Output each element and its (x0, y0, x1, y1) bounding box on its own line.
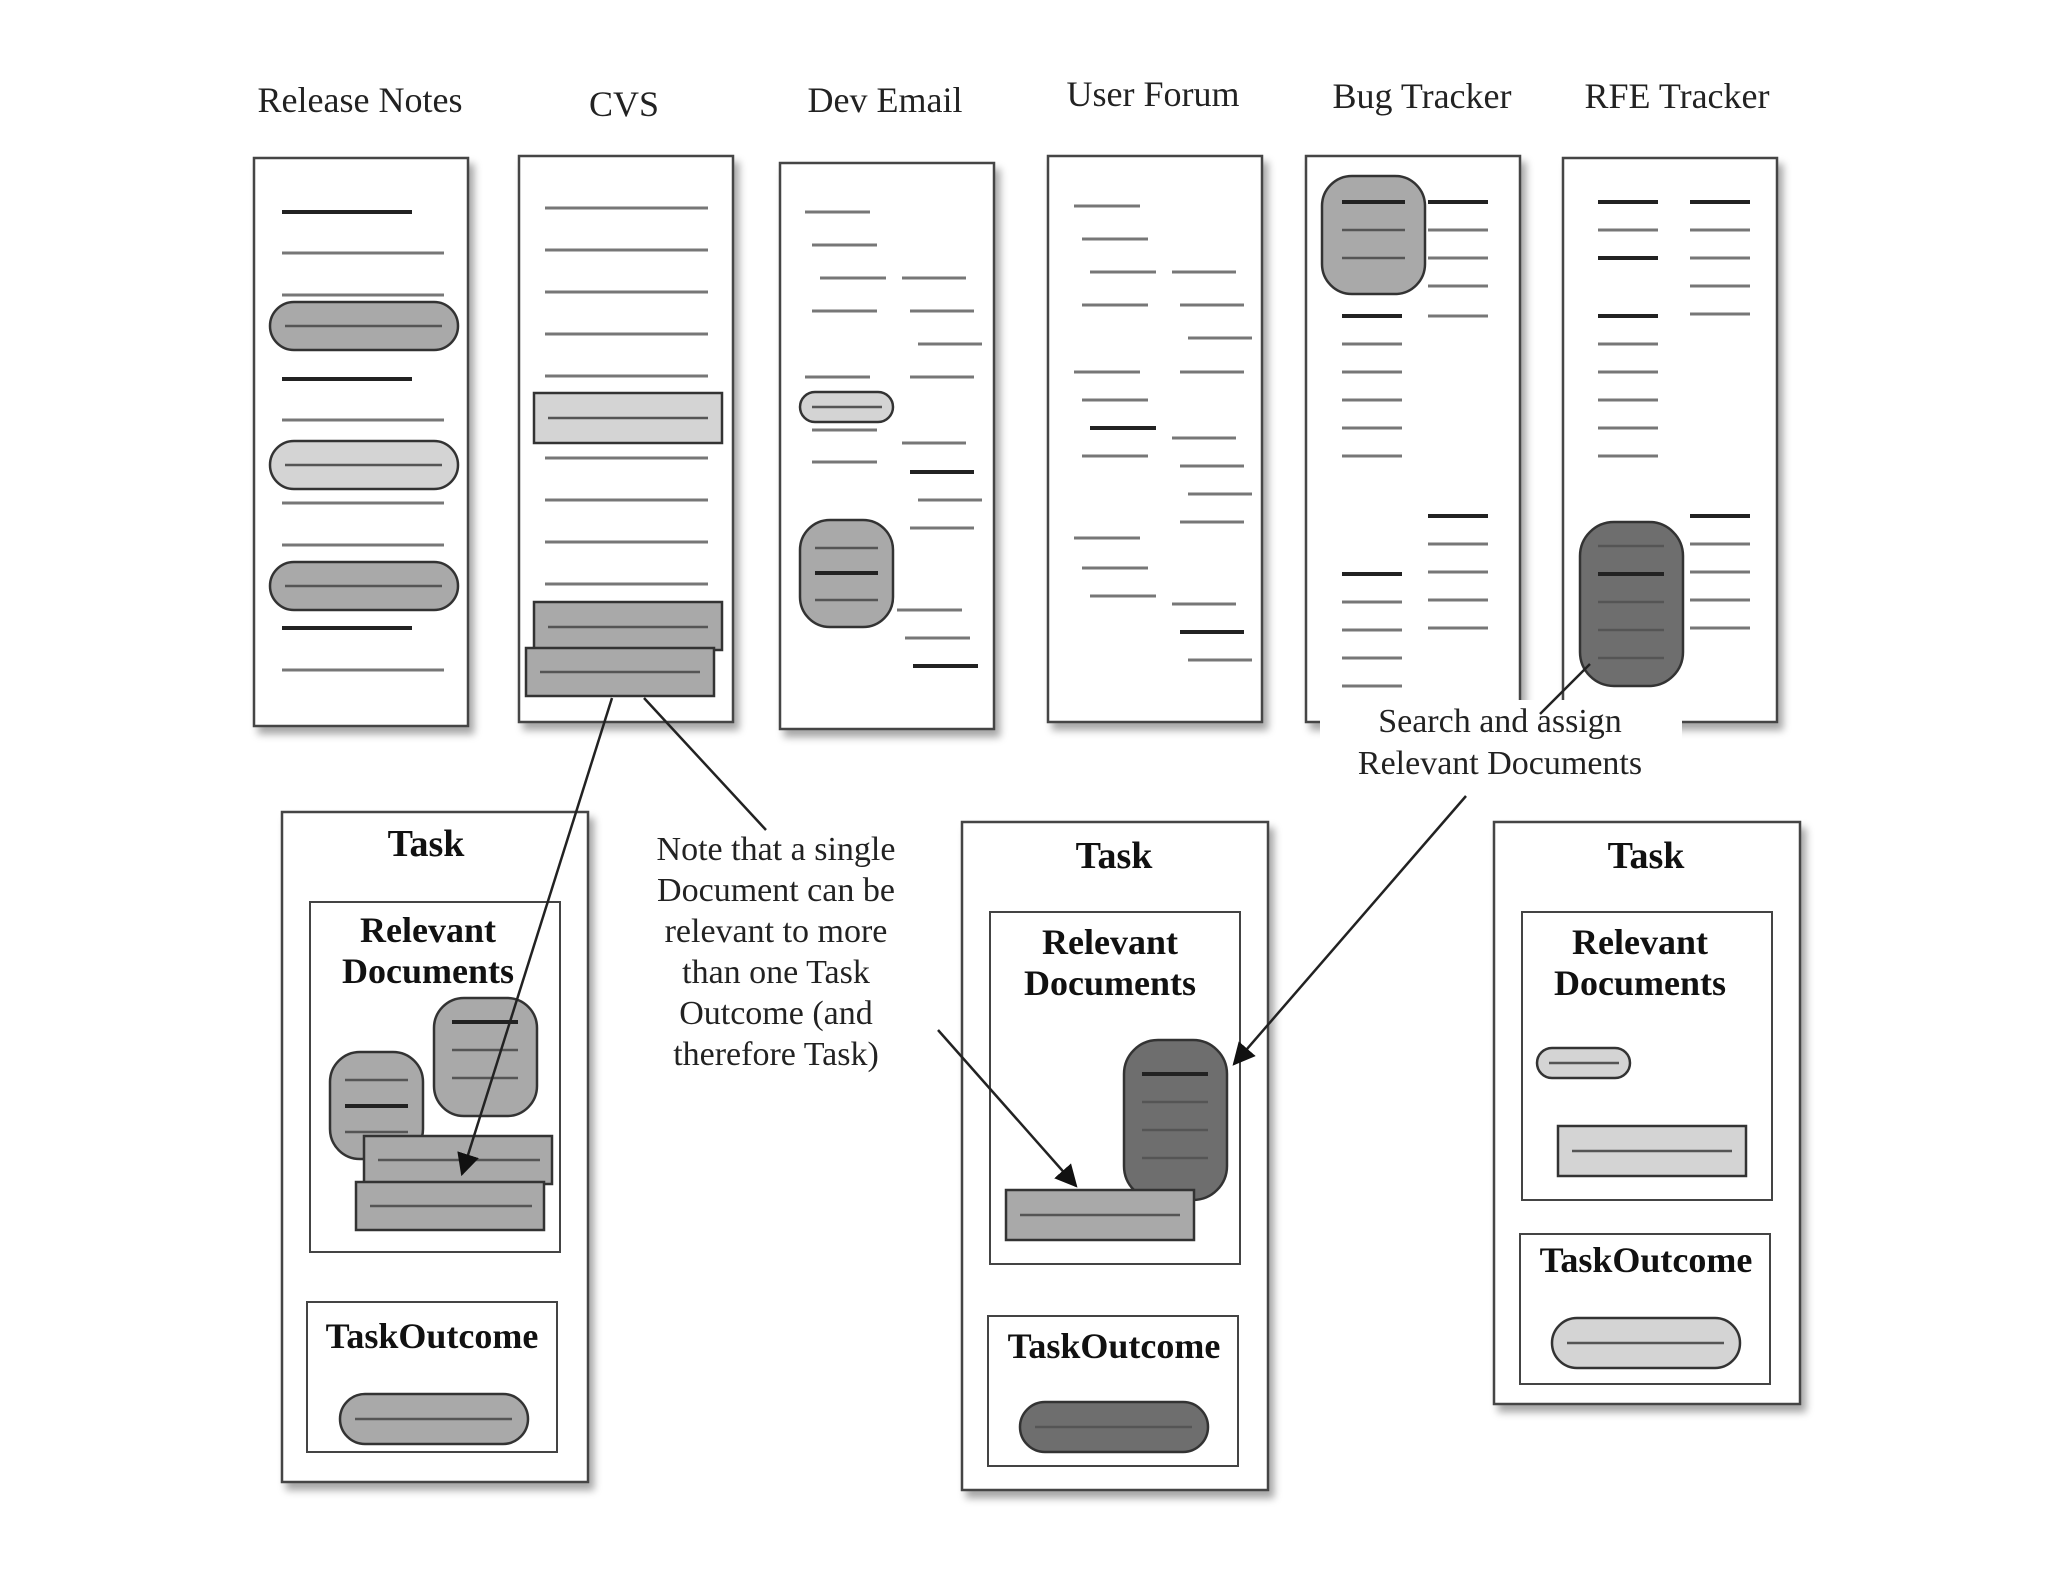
search-leader-line (1539, 663, 1591, 715)
relevant-documents-label-line1: Relevant (1572, 922, 1708, 962)
task-outcome-label: TaskOutcome (1008, 1326, 1221, 1366)
search-line-2: Relevant Documents (1358, 745, 1642, 782)
source-title-user-forum: User Forum (1067, 74, 1240, 114)
arrow-search-to-task2 (1232, 795, 1467, 1066)
note-line-1: Note that a single (657, 831, 896, 868)
document-medium (432, 996, 539, 1118)
note-line-6: therefore Task) (673, 1036, 879, 1073)
source-title-rfe-tracker: RFE Tracker (1584, 76, 1769, 116)
dev-email-box (778, 161, 996, 731)
task-outcome-label: TaskOutcome (1540, 1240, 1753, 1280)
relevant-documents-label-line2: Documents (342, 951, 514, 991)
relevant-documents-label-line1: Relevant (1042, 922, 1178, 962)
task-panel-3: Task Relevant Documents TaskOutcome (1492, 820, 1802, 1406)
relevant-documents-label-line2: Documents (1024, 963, 1196, 1003)
task-title: Task (388, 823, 466, 865)
source-title-bug-tracker: Bug Tracker (1333, 76, 1512, 116)
note-line-5: Outcome (and (679, 995, 873, 1032)
task-title: Task (1608, 835, 1686, 877)
source-panel-bug-tracker (1304, 154, 1522, 724)
source-title-dev-email: Dev Email (808, 80, 963, 120)
document-medium (1320, 174, 1427, 296)
relevant-documents-label-line1: Relevant (360, 910, 496, 950)
source-panel-user-forum (1046, 154, 1264, 724)
arrow-note-to-task2 (937, 1029, 1078, 1188)
note-line-3: relevant to more (665, 913, 888, 950)
source-panel-release-notes (252, 156, 470, 728)
source-panel-dev-email (778, 161, 996, 731)
relevant-documents-label-line2: Documents (1554, 963, 1726, 1003)
document-dark (1122, 1038, 1229, 1202)
task-outcome-label: TaskOutcome (326, 1316, 539, 1356)
task-panel-1: Task Relevant Documents TaskOutcome (280, 810, 590, 1484)
source-panel-rfe-tracker (1561, 156, 1779, 724)
source-title-cvs: CVS (589, 84, 659, 124)
source-panel-cvs (517, 154, 735, 724)
note-annotation: Note that a single Document can be relev… (657, 831, 896, 1073)
search-label-background (1320, 700, 1682, 788)
search-line-1: Search and assign (1378, 703, 1622, 740)
note-leader-line (643, 697, 767, 831)
task-panel-2: Task Relevant Documents TaskOutcome (960, 820, 1270, 1492)
arrow-cvs-to-task1 (457, 697, 614, 1177)
note-line-2: Document can be (657, 872, 895, 909)
document-dark (1578, 520, 1685, 688)
search-assign-annotation: Search and assign Relevant Documents (1320, 700, 1682, 788)
note-line-4: than one Task (682, 954, 870, 991)
source-title-release-notes: Release Notes (258, 80, 463, 120)
task-title: Task (1076, 835, 1154, 877)
